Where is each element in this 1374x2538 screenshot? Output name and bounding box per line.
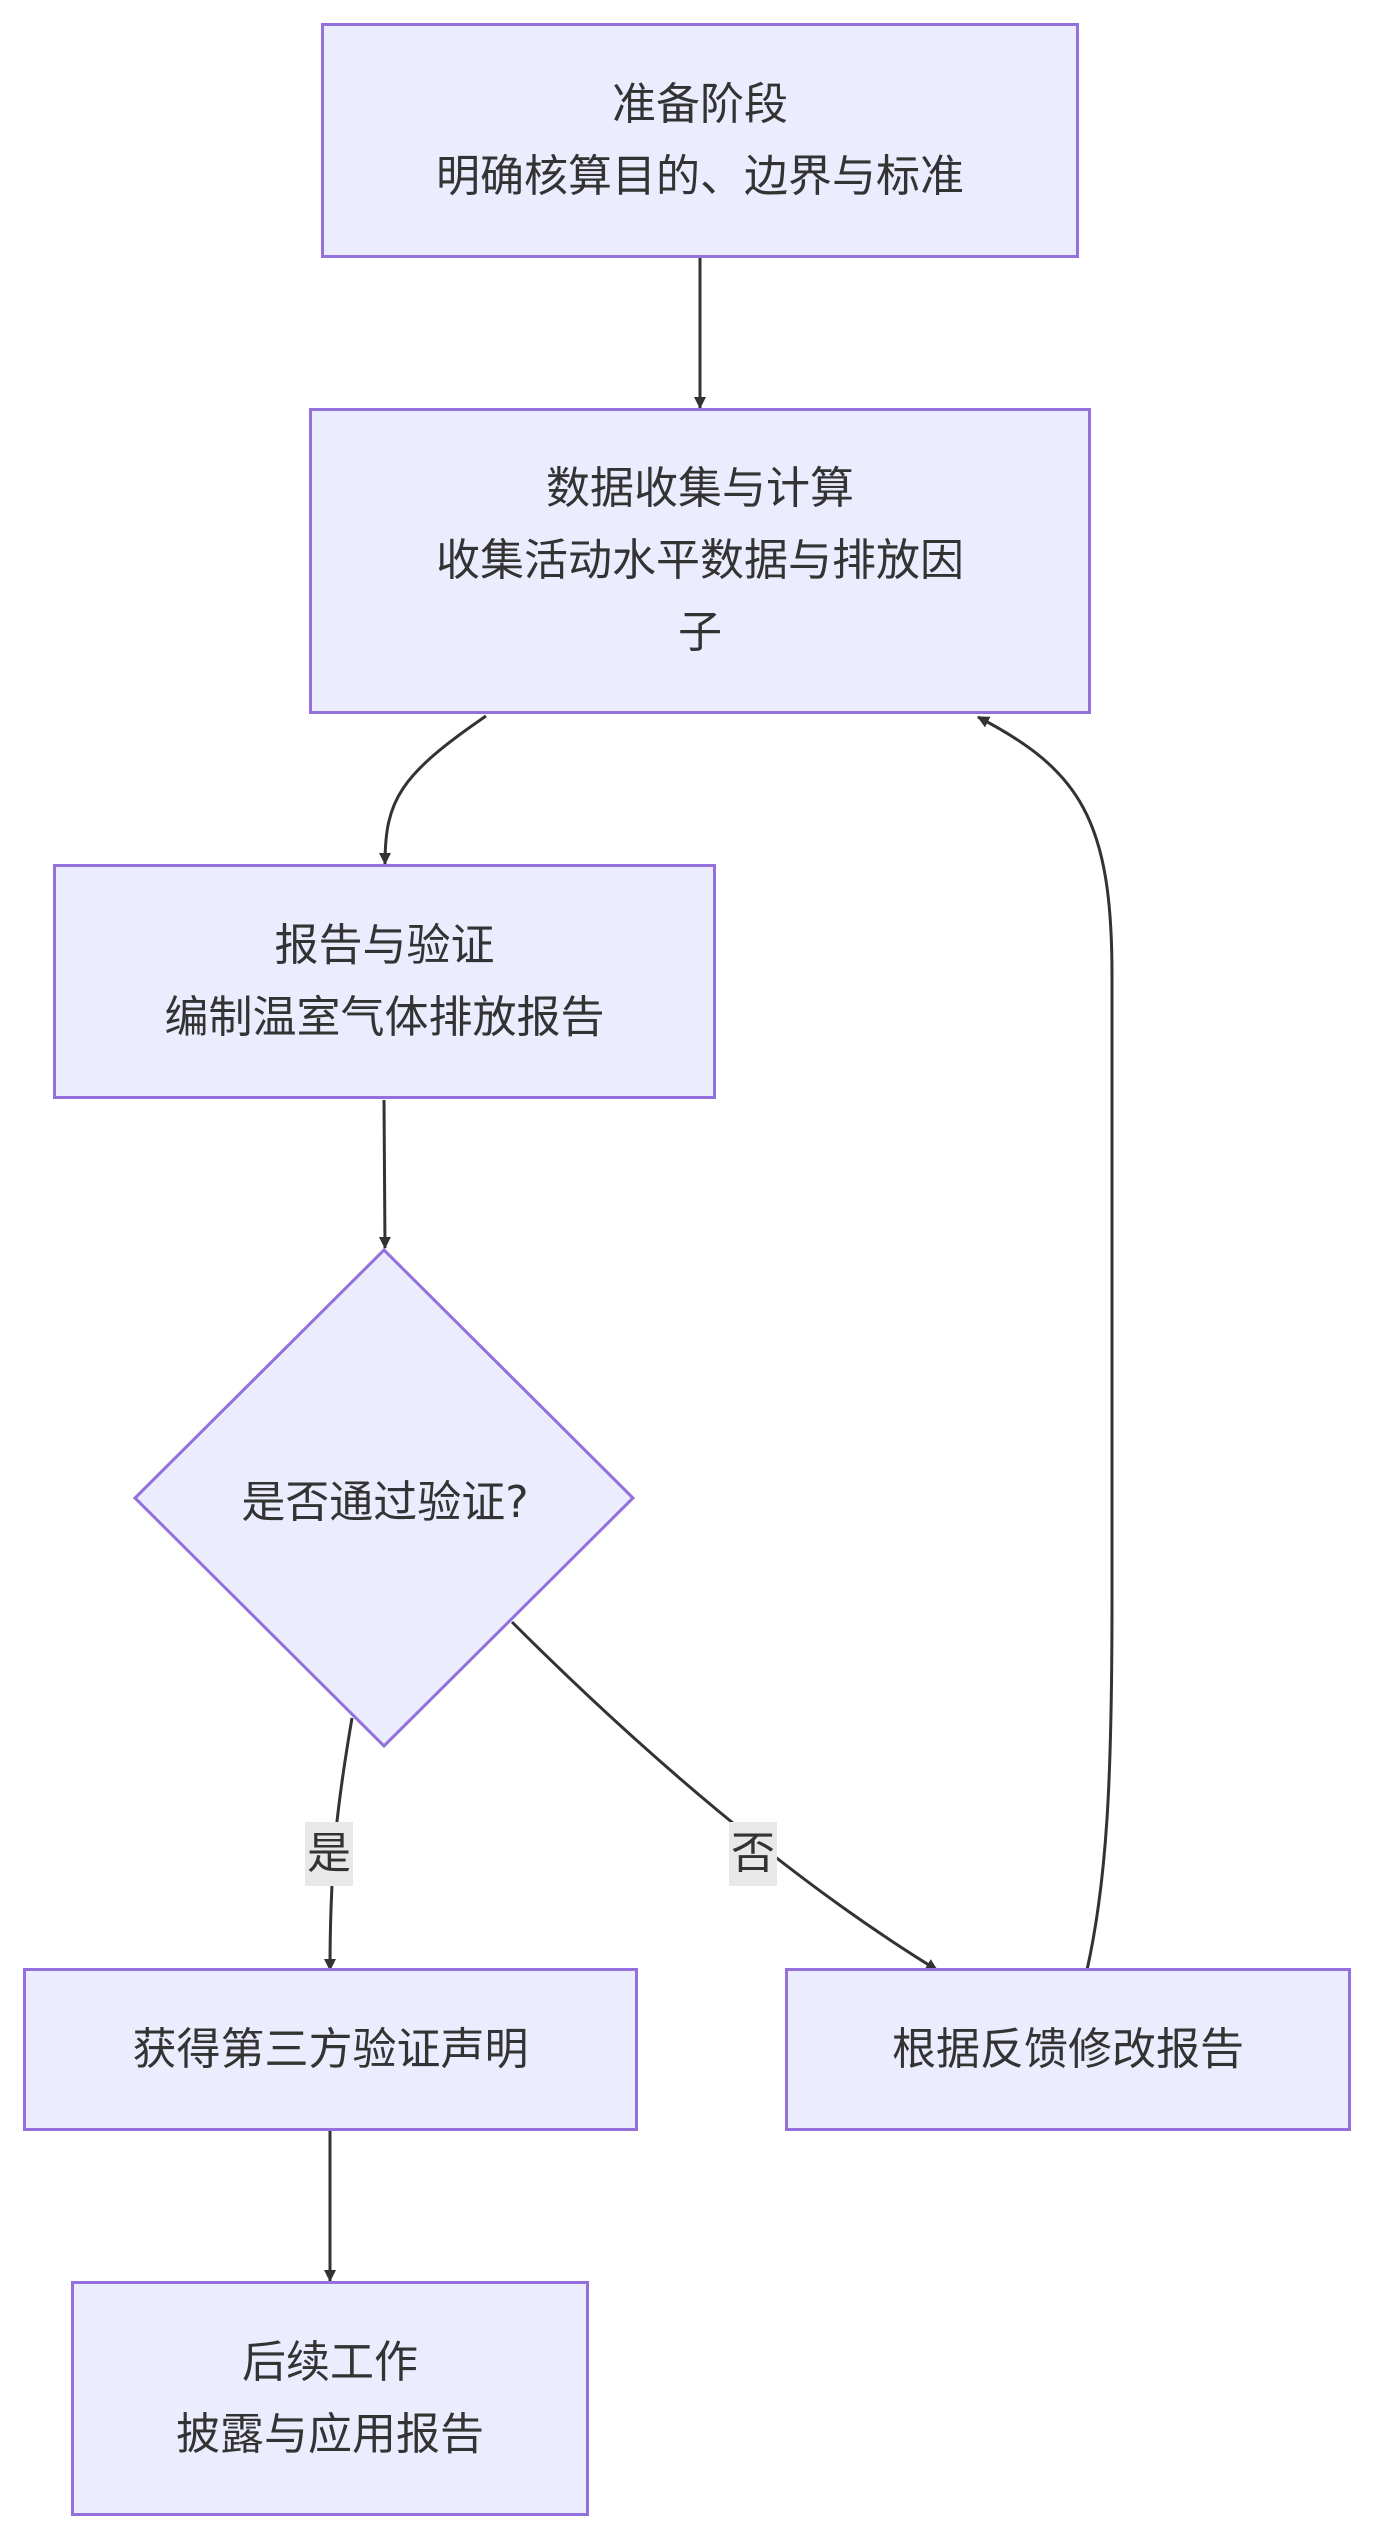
node-follow-up: 后续工作 披露与应用报告 <box>71 2281 589 2516</box>
node-revise-label: 根据反馈修改报告 <box>892 2023 1244 2075</box>
node-preparation-desc: 明确核算目的、边界与标准 <box>436 150 964 202</box>
edge-label-no: 否 <box>729 1822 777 1886</box>
node-report-verify: 报告与验证 编制温室气体排放报告 <box>53 864 716 1099</box>
edge-report-to-decision <box>378 1099 391 1249</box>
edge-revise-to-data <box>977 715 1114 1971</box>
decision-diamond <box>132 1247 636 1749</box>
node-data-desc-line1: 收集活动水平数据与排放因 <box>436 535 964 586</box>
node-revise-report: 根据反馈修改报告 <box>785 1968 1351 2131</box>
edge-decision-to-revise <box>510 1620 938 1972</box>
node-preparation-title: 准备阶段 <box>612 78 788 130</box>
node-obtain-statement: 获得第三方验证声明 <box>23 1968 638 2131</box>
node-followup-desc: 披露与应用报告 <box>176 2408 484 2460</box>
node-report-title: 报告与验证 <box>274 919 495 971</box>
edge-label-yes: 是 <box>305 1822 353 1886</box>
decision-label: 是否通过验证? <box>241 1477 529 1528</box>
node-data-collection: 数据收集与计算 收集活动水平数据与排放因 子 <box>309 408 1091 714</box>
edge-data-to-report <box>379 714 487 865</box>
node-report-desc: 编制温室气体排放报告 <box>164 991 605 1043</box>
node-followup-title: 后续工作 <box>242 2336 418 2388</box>
node-data-desc-line2: 子 <box>678 607 722 658</box>
node-obtain-label: 获得第三方验证声明 <box>132 2023 529 2075</box>
node-data-title: 数据收集与计算 <box>546 463 854 514</box>
node-preparation: 准备阶段 明确核算目的、边界与标准 <box>321 23 1079 258</box>
